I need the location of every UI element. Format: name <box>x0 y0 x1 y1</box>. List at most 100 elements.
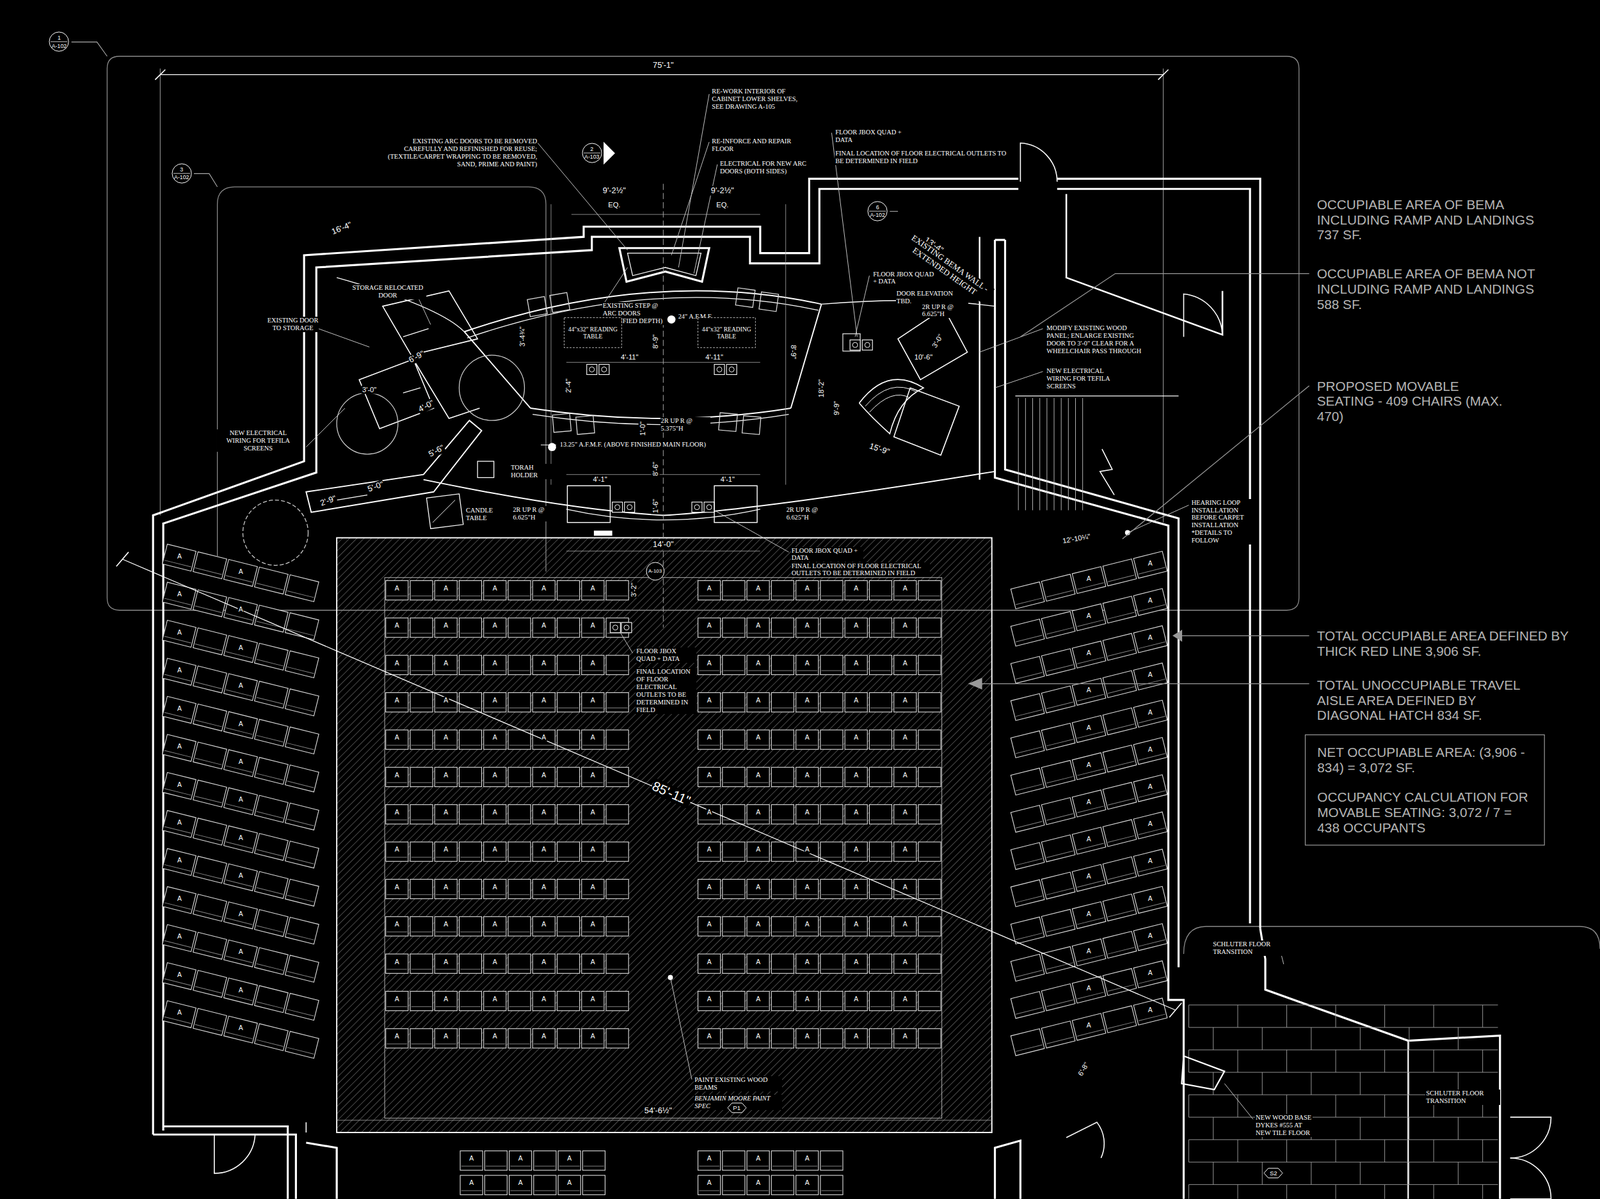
chair <box>581 767 605 787</box>
chair-seat-edge <box>748 931 769 933</box>
chair <box>385 991 409 1011</box>
seat-label: A <box>1147 672 1154 680</box>
floor-jbox <box>601 366 607 372</box>
chair-seat-edge <box>510 1190 531 1192</box>
chair <box>606 991 629 1011</box>
chair <box>1010 954 1045 982</box>
floor-jbox <box>627 504 633 511</box>
seat-label: A <box>442 584 449 593</box>
chair <box>820 1029 843 1049</box>
chair-seat-edge <box>698 744 720 746</box>
node-label: 44"x32" READING TABLE <box>567 325 619 340</box>
chair-seat-edge <box>287 666 315 674</box>
leader-line <box>671 142 710 256</box>
chair-seat-edge <box>386 782 408 784</box>
chair-seat-edge <box>164 636 192 644</box>
dimension: 8'-6" <box>650 461 660 477</box>
chair-seat-edge <box>287 895 315 902</box>
chair-seat-edge <box>509 670 530 672</box>
chair <box>508 879 531 899</box>
chair <box>918 618 941 638</box>
leader-line <box>537 143 628 251</box>
chair <box>746 879 770 899</box>
seat-label: A <box>442 734 449 742</box>
dimension: 4'-1" <box>592 475 608 484</box>
chair <box>581 842 605 862</box>
chair <box>820 805 843 825</box>
chair-seat-edge <box>1077 657 1104 664</box>
chair <box>698 991 721 1011</box>
chair <box>483 693 507 713</box>
seat-label: A <box>755 696 761 705</box>
chair-seat-edge <box>1077 880 1104 888</box>
seat-label: A <box>804 1032 811 1041</box>
chair <box>1010 917 1045 944</box>
chair-seat-edge <box>698 931 720 933</box>
node-label: 6 <box>869 204 885 211</box>
chair-seat-edge <box>287 819 315 826</box>
paint-tag: P1 <box>727 1102 747 1114</box>
chair-seat-edge <box>386 968 408 970</box>
chair <box>918 805 941 825</box>
chair-seat-edge <box>411 707 432 709</box>
tile-joint <box>1360 1072 1361 1096</box>
note-text: FLOOR JBOX QUAD + DATA <box>791 547 864 563</box>
chair-seat-edge <box>435 1043 457 1045</box>
chair <box>869 581 892 601</box>
chair <box>722 693 745 713</box>
chair-seat-edge <box>484 856 505 858</box>
callout-circle <box>172 163 192 184</box>
chair <box>458 954 482 974</box>
wall <box>995 238 1006 241</box>
chair <box>532 767 555 787</box>
door-swing <box>214 1134 256 1174</box>
chair <box>285 1031 320 1059</box>
seat-label: A <box>804 808 811 817</box>
chair-seat-edge <box>870 670 891 672</box>
chair-seat-edge <box>558 968 579 970</box>
seat-label: A <box>394 883 400 892</box>
dimension: 75'-1" <box>652 60 674 71</box>
chair <box>533 1151 557 1171</box>
seat-label: A <box>394 696 400 705</box>
elevation-marker <box>547 442 557 452</box>
callout-bubble: 1A-102 <box>48 31 70 52</box>
seat-label: A <box>706 1155 713 1163</box>
chair-seat-edge <box>607 632 628 634</box>
seat-label: A <box>804 846 811 854</box>
chair <box>1010 619 1045 647</box>
node-body: A-103 <box>648 568 662 575</box>
step-nosing <box>593 530 613 536</box>
leader-line <box>418 298 431 325</box>
stair-tread <box>1046 398 1048 511</box>
chair-seat-edge <box>1138 753 1166 761</box>
chair-seat-edge <box>796 931 818 933</box>
seat-label: A <box>590 808 596 817</box>
seat-label: A <box>590 696 596 705</box>
chair <box>434 917 457 937</box>
note-text: FINAL LOCATION OF FLOOR ELECTRICAL OUTLE… <box>635 668 696 714</box>
chair <box>894 917 917 937</box>
dimension-tick <box>1158 69 1169 80</box>
chair-seat-edge <box>582 782 603 784</box>
seat-label: A <box>1086 835 1092 844</box>
chair-seat-edge <box>1107 649 1135 656</box>
seat-label: A <box>755 734 761 742</box>
chair-seat-edge <box>411 744 432 746</box>
dimension: 12'-10¼" <box>1061 532 1092 546</box>
chair-seat-edge <box>225 1032 253 1039</box>
chair-seat-edge <box>534 1190 555 1192</box>
chair <box>1072 901 1106 929</box>
tile-joint <box>1212 1117 1214 1140</box>
chair-seat-edge <box>558 670 579 672</box>
chair <box>1041 611 1076 639</box>
chair-seat-edge <box>772 744 793 746</box>
wall <box>1057 188 1250 924</box>
chair-seat-edge <box>607 856 628 858</box>
leader-line <box>714 510 789 552</box>
wall <box>1407 1041 1409 1199</box>
chair-seat-edge <box>698 1006 720 1008</box>
chair <box>722 655 745 675</box>
chair <box>796 917 819 937</box>
chair <box>606 581 629 601</box>
